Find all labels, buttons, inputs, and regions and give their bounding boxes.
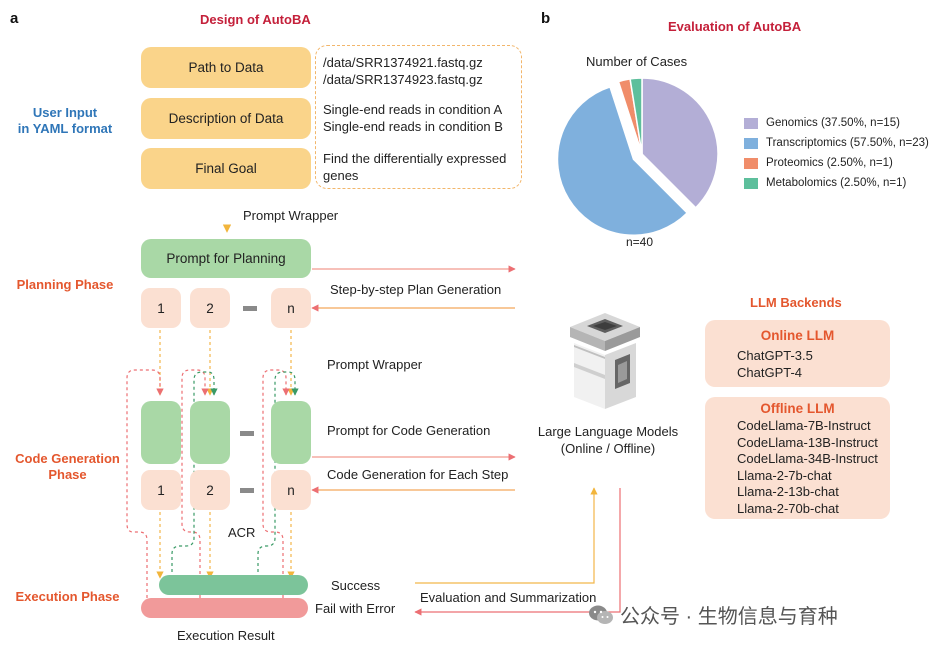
prompt-for-code-label: Prompt for Code Generation bbox=[327, 423, 491, 438]
prompt-wrapper-label-1: Prompt Wrapper bbox=[243, 208, 339, 223]
pie-n-label: n=40 bbox=[626, 235, 654, 249]
prompt-wrapper-label-2: Prompt Wrapper bbox=[327, 357, 423, 372]
legend-item-metabolomics: Metabolomics (2.50%, n=1) bbox=[744, 173, 929, 193]
offline-llm-box: Offline LLM CodeLlama-7B-Instruct CodeLl… bbox=[705, 397, 890, 519]
pie-chart bbox=[556, 77, 719, 236]
input-value-desc-1: Single-end reads in condition A bbox=[323, 102, 503, 117]
legend-label: Genomics (37.50%, n=15) bbox=[766, 117, 900, 129]
code-step-2: 2 bbox=[190, 470, 230, 510]
input-value-path-2: /data/SRR1374923.fastq.gz bbox=[323, 72, 483, 87]
offline-llm-item: CodeLlama-34B-Instruct bbox=[737, 451, 878, 466]
legend-swatch bbox=[744, 177, 758, 189]
phase-user-input: User Input in YAML format bbox=[17, 105, 113, 136]
phase-code-generation: Code Generation Phase bbox=[15, 451, 120, 482]
legend-item-genomics: Genomics (37.50%, n=15) bbox=[744, 113, 929, 133]
offline-llm-title: Offline LLM bbox=[760, 401, 835, 416]
arrow-evaluation-to-llm bbox=[415, 487, 598, 584]
watermark: 公众号 · 生物信息与育种 bbox=[588, 600, 838, 629]
plan-step-n: n bbox=[271, 288, 311, 328]
step-by-step-label: Step-by-step Plan Generation bbox=[330, 282, 502, 297]
pie-title: Number of Cases bbox=[586, 54, 688, 69]
phase-execution: Execution Phase bbox=[15, 589, 120, 604]
code-gen-each-step-label: Code Generation for Each Step bbox=[327, 467, 509, 482]
execution-result-label: Execution Result bbox=[177, 628, 275, 643]
loop-success-n bbox=[257, 371, 299, 578]
legend-item-proteomics: Proteomics (2.50%, n=1) bbox=[744, 153, 929, 173]
success-bar bbox=[159, 575, 308, 595]
code-step-1: 1 bbox=[141, 470, 181, 510]
code-prompt-box-2 bbox=[190, 401, 230, 464]
input-description-of-data: Description of Data bbox=[141, 98, 311, 139]
plan-step-ellipsis bbox=[243, 306, 257, 311]
prompt-for-planning-box: Prompt for Planning bbox=[141, 239, 311, 278]
phase-planning: Planning Phase bbox=[16, 277, 114, 292]
evaluation-label: Evaluation and Summarization bbox=[420, 590, 597, 605]
input-final-goal: Final Goal bbox=[141, 148, 311, 189]
online-llm-box: Online LLM ChatGPT-3.5 ChatGPT-4 bbox=[705, 320, 890, 387]
legend-swatch bbox=[744, 137, 758, 149]
offline-llm-item: Llama-2-7b-chat bbox=[737, 467, 832, 483]
loop-fail-1 bbox=[126, 369, 164, 598]
offline-llm-item: Llama-2-13b-chat bbox=[737, 484, 839, 499]
legend-swatch bbox=[744, 117, 758, 129]
legend-label: Metabolomics (2.50%, n=1) bbox=[766, 177, 907, 189]
online-llm-item: ChatGPT-4 bbox=[737, 364, 803, 380]
offline-llm-item: Llama-2-70b-chat bbox=[737, 500, 839, 516]
arrow-llm-to-evaluation bbox=[414, 488, 621, 616]
code-step-n: n bbox=[271, 470, 311, 510]
loop-fail-n bbox=[262, 369, 290, 598]
legend-item-transcriptomics: Transcriptomics (57.50%, n=23) bbox=[744, 133, 929, 153]
panel-a-title: Design of AutoBA bbox=[200, 12, 311, 27]
pie-slice-transcriptomics bbox=[556, 85, 689, 236]
legend-swatch bbox=[744, 157, 758, 169]
fail-bar bbox=[141, 598, 308, 618]
code-prompt-box-1 bbox=[141, 401, 181, 464]
legend-label: Transcriptomics (57.50%, n=23) bbox=[766, 137, 929, 149]
llm-label: Large Language Models (Online / Offline) bbox=[537, 424, 679, 456]
llm-backends-title: LLM Backends bbox=[750, 295, 842, 310]
offline-llm-item: CodeLlama-13B-Instruct bbox=[737, 434, 878, 450]
plan-step-2: 2 bbox=[190, 288, 230, 328]
code-prompt-box-n bbox=[271, 401, 311, 464]
input-path-to-data: Path to Data bbox=[141, 47, 311, 88]
loop-fail-2 bbox=[181, 369, 209, 598]
success-label: Success bbox=[331, 578, 381, 593]
offline-llm-item: CodeLlama-7B-Instruct bbox=[737, 418, 871, 433]
input-value-goal-1: Find the differentially expressed bbox=[323, 151, 507, 166]
pie-slice-genomics bbox=[641, 77, 719, 209]
wechat-icon bbox=[589, 605, 613, 624]
panel-b-letter: b bbox=[541, 10, 551, 27]
input-values-panel bbox=[315, 45, 522, 189]
acr-label: ACR bbox=[228, 525, 256, 540]
plan-step-1: 1 bbox=[141, 288, 181, 328]
input-value-goal-2: genes bbox=[323, 168, 359, 183]
input-value-desc-2: Single-end reads in condition B bbox=[323, 119, 503, 134]
panel-a-letter: a bbox=[10, 10, 19, 27]
legend-label: Proteomics (2.50%, n=1) bbox=[766, 157, 893, 169]
llm-server-icon bbox=[570, 313, 640, 409]
input-value-path-1: /data/SRR1374921.fastq.gz bbox=[323, 55, 483, 70]
fail-label: Fail with Error bbox=[315, 601, 396, 616]
pie-slice-metabolomics bbox=[629, 77, 643, 155]
code-step-ellipsis bbox=[240, 488, 254, 493]
code-prompt-ellipsis bbox=[240, 431, 254, 436]
online-llm-item: ChatGPT-3.5 bbox=[737, 348, 813, 363]
watermark-text: 公众号 · 生物信息与育种 bbox=[620, 606, 838, 628]
pie-legend: Genomics (37.50%, n=15) Transcriptomics (… bbox=[744, 113, 929, 193]
online-llm-title: Online LLM bbox=[760, 328, 835, 343]
panel-b-title: Evaluation of AutoBA bbox=[668, 19, 802, 34]
